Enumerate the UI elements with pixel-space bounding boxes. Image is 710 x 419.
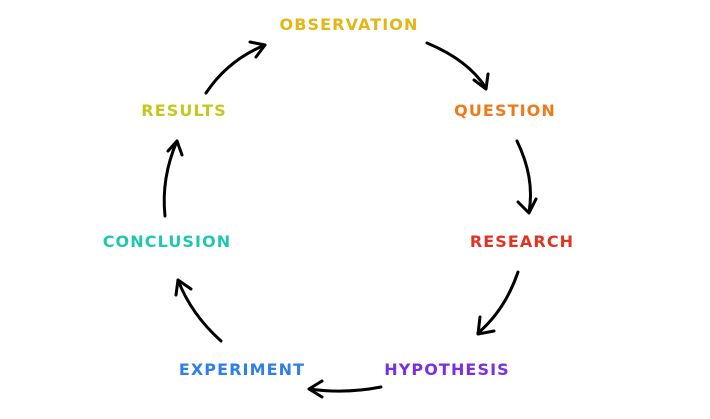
step-label-conclusion: CONCLUSION — [102, 232, 232, 251]
arrow-conclusion-to-results — [162, 139, 184, 218]
step-label-experiment: EXPERIMENT — [178, 360, 306, 379]
step-label-observation: OBSERVATION — [279, 15, 419, 34]
arrow-research-to-hypothesis — [476, 270, 520, 336]
arrow-observation-to-question — [425, 41, 490, 91]
step-label-question: QUESTION — [454, 101, 556, 120]
arrow-results-to-observation — [204, 40, 267, 95]
step-label-research: RESEARCH — [469, 232, 575, 251]
arrow-hypothesis-to-experiment — [307, 379, 383, 399]
step-label-results: RESULTS — [141, 101, 227, 120]
step-label-hypothesis: HYPOTHESIS — [384, 360, 510, 379]
arrow-question-to-research — [515, 139, 538, 215]
arrow-experiment-to-conclusion — [174, 278, 223, 343]
